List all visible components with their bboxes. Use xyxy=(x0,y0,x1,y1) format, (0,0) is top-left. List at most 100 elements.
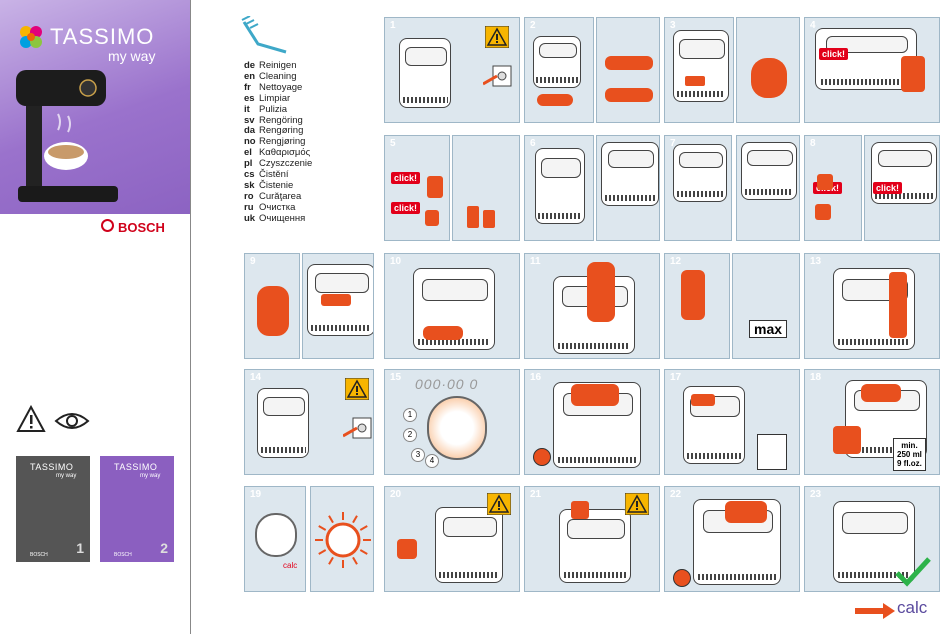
bosch-label: BOSCH xyxy=(118,220,165,235)
step-panel-1: 1 xyxy=(384,17,520,123)
dial-position[interactable]: 4 xyxy=(425,454,439,468)
machine-lid xyxy=(314,273,370,293)
drip-tray xyxy=(698,574,776,580)
language-code: it xyxy=(244,103,250,115)
warning-icon xyxy=(487,493,511,515)
holder-part xyxy=(321,294,351,306)
drip-tray-part xyxy=(605,56,653,70)
step-number: 19 xyxy=(250,489,262,500)
machine-lid xyxy=(263,397,305,417)
step-number: 9 xyxy=(250,256,256,267)
machine-lid xyxy=(567,518,625,539)
cover-title: TASSIMO xyxy=(114,462,158,472)
drip-tray xyxy=(418,339,490,345)
language-text: Καθαρισμός xyxy=(259,147,311,159)
zoom-box xyxy=(757,434,787,470)
holder-part xyxy=(691,394,715,406)
step-panel-2a: 2 xyxy=(524,17,594,123)
machine-lid xyxy=(679,151,723,168)
dial-position[interactable]: 1 xyxy=(403,408,417,422)
step-panel-9a: 9 xyxy=(244,253,300,359)
language-code: de xyxy=(244,60,256,71)
machine-lid xyxy=(842,511,908,534)
bosch-logo-icon xyxy=(101,219,114,232)
machine-drawing xyxy=(257,388,309,458)
language-code: cs xyxy=(244,169,255,181)
drip-tray xyxy=(402,97,448,103)
holder-part xyxy=(427,176,443,198)
machine-lid xyxy=(679,39,725,59)
step-number: 5 xyxy=(390,138,396,149)
drip-tray xyxy=(538,213,582,219)
step-panel-10: 10 xyxy=(384,253,520,359)
coffee-machine-icon xyxy=(16,70,118,202)
holder-part xyxy=(685,76,705,86)
click-badge: click! xyxy=(391,172,421,184)
drip-tray xyxy=(676,191,724,197)
step-number: 23 xyxy=(810,489,822,500)
language-text: Rengjøring xyxy=(259,136,306,148)
language-text: Limpiar xyxy=(259,92,291,104)
language-code: sk xyxy=(244,179,255,191)
machine-lid xyxy=(405,47,447,67)
drip-tray xyxy=(563,572,627,578)
machine-drawing xyxy=(601,142,659,206)
machine-lid xyxy=(442,516,498,538)
step-number: 20 xyxy=(390,489,402,500)
language-text: Очищення xyxy=(259,212,306,224)
step-number: 17 xyxy=(670,372,682,383)
lid-part xyxy=(725,501,767,523)
calc-label: calc xyxy=(283,561,298,570)
step-number: 21 xyxy=(530,489,542,500)
drip-tray-part xyxy=(605,88,653,102)
step-number: 13 xyxy=(810,256,822,267)
language-code: pl xyxy=(244,158,253,170)
step-number: 3 xyxy=(670,20,676,31)
power-plug-icon xyxy=(483,65,512,87)
step-panel-11: 11 xyxy=(524,253,660,359)
machine-drawing xyxy=(535,148,585,224)
drip-tray xyxy=(311,325,371,331)
footer-calc: calc xyxy=(897,598,928,617)
language-text: Curăţarea xyxy=(259,190,302,202)
dial-position[interactable]: 3 xyxy=(411,448,425,462)
machine-drawing xyxy=(741,142,797,200)
machine-drawing xyxy=(833,501,915,583)
step-panel-3a: 3 xyxy=(664,17,734,123)
tdisc-part xyxy=(901,56,925,92)
machine-drawing xyxy=(673,30,729,102)
brand-name: TASSIMO xyxy=(50,24,155,49)
step-panel-7b xyxy=(736,135,800,241)
tassimo-logo-icon xyxy=(20,26,42,48)
water-tank xyxy=(889,272,907,338)
step-panel-19: 19 calc xyxy=(244,486,306,592)
warning-icon xyxy=(16,405,46,432)
step-panel-7a: 7 xyxy=(664,135,732,241)
start-button[interactable] xyxy=(255,513,297,557)
step-number: 2 xyxy=(530,20,536,31)
checkmark-icon xyxy=(895,557,931,587)
drip-tray xyxy=(875,193,933,199)
step-panel-21: 21 xyxy=(524,486,660,592)
start-button[interactable] xyxy=(427,396,487,460)
step-number: 4 xyxy=(810,20,816,31)
water-tank xyxy=(587,262,615,322)
step-number: 12 xyxy=(670,256,682,267)
language-code: uk xyxy=(244,212,256,224)
step-number: 8 xyxy=(810,138,816,149)
lid-part xyxy=(571,384,619,406)
dial-position[interactable]: 2 xyxy=(403,428,417,442)
drip-tray xyxy=(536,77,578,83)
